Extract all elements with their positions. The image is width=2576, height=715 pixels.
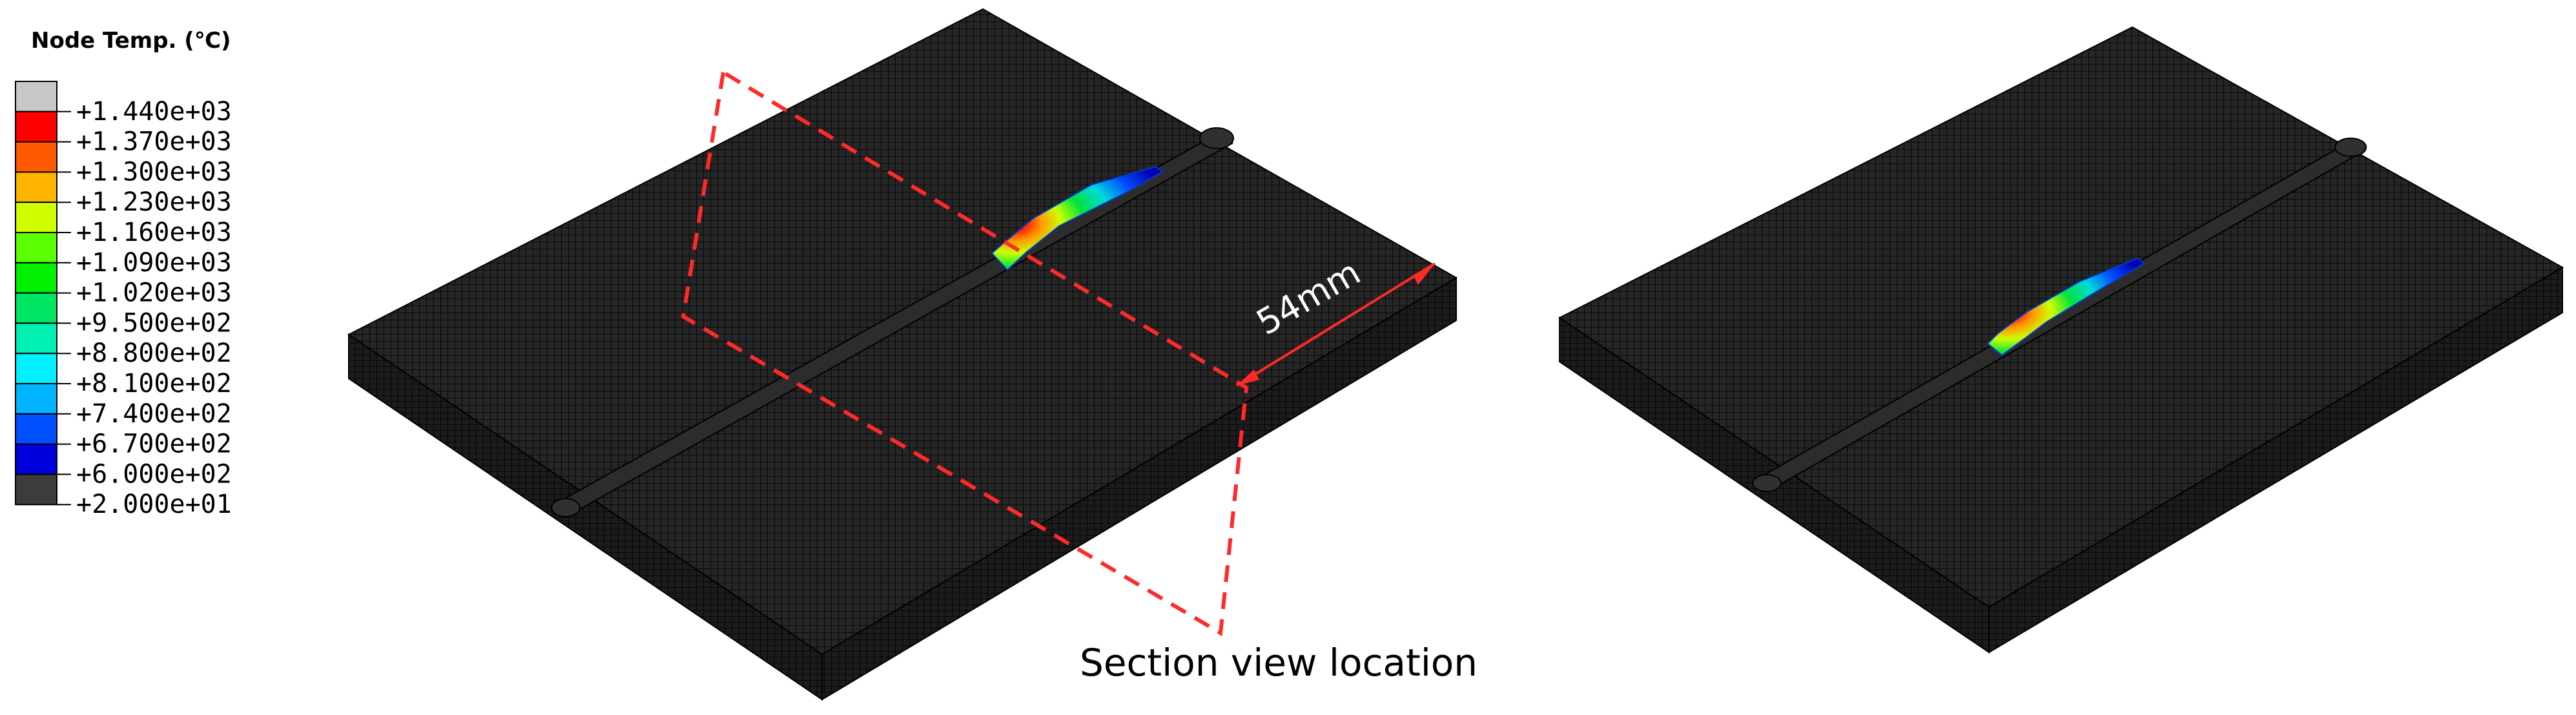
weld-bead-end-left <box>551 498 581 517</box>
legend-value-label: +1.090e+03 <box>76 248 232 278</box>
heat-contour-right <box>1986 257 2145 357</box>
legend-labels: +1.440e+03+1.370e+03+1.300e+03+1.230e+03… <box>57 97 232 519</box>
legend-value-label: +7.400e+02 <box>76 399 232 429</box>
legend-swatch <box>15 232 57 264</box>
legend-value-label: +8.100e+02 <box>76 369 232 399</box>
legend-value-label: +6.700e+02 <box>76 430 232 459</box>
legend-value-label: +1.230e+03 <box>76 187 232 217</box>
fe-model-left <box>347 8 1458 701</box>
legend-color-bar <box>15 81 57 506</box>
legend-value-label: +8.800e+02 <box>76 338 232 368</box>
legend-value-label: +1.300e+03 <box>76 157 232 187</box>
plate-top-face <box>347 8 1458 656</box>
legend-value-label: +1.440e+03 <box>76 97 232 127</box>
legend-swatch <box>15 473 57 506</box>
legend-value-label: +1.370e+03 <box>76 127 232 157</box>
weld-bead-start-right <box>2334 138 2367 157</box>
legend-value-label: +1.160e+03 <box>76 218 232 247</box>
legend-value-label: +2.000e+01 <box>76 490 232 519</box>
legend-swatch <box>15 141 57 173</box>
legend-swatch <box>15 413 57 445</box>
fe-model-right <box>1558 26 2564 654</box>
legend-swatch <box>15 81 57 112</box>
section-plane-outline <box>681 70 1249 636</box>
legend-swatch <box>15 110 57 143</box>
heat-contour-left <box>991 165 1164 271</box>
legend-value-label: +9.500e+02 <box>76 308 232 338</box>
legend-value-label: +6.000e+02 <box>76 459 232 489</box>
legend-swatch <box>15 443 57 475</box>
legend-swatch <box>15 202 57 234</box>
legend-swatch <box>15 262 57 294</box>
legend-swatch <box>15 383 57 415</box>
legend-swatch <box>15 171 57 203</box>
section-view-label: Section view location <box>1080 641 1478 685</box>
weld-bead-start-left <box>1199 127 1234 149</box>
temperature-legend: Node Temp. (℃) +1.440e+03+1.370e+03+1.30… <box>15 28 232 519</box>
weld-bead-end-right <box>1752 474 1782 492</box>
legend-value-label: +1.020e+03 <box>76 278 232 308</box>
legend-title: Node Temp. (℃) <box>31 28 231 54</box>
legend-swatch <box>15 292 57 324</box>
legend-swatch <box>15 322 57 355</box>
legend-swatch <box>15 353 57 385</box>
